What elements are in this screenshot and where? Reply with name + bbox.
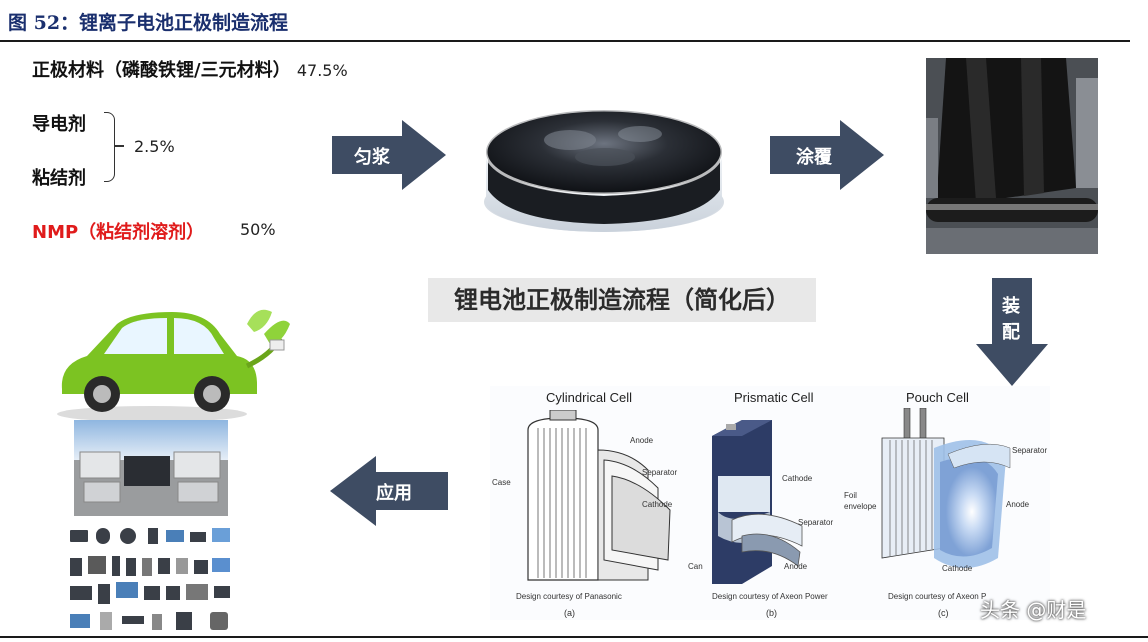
cylindrical-label-cathode: Cathode [642, 500, 673, 509]
cylindrical-credit: Design courtesy of Panasonic [516, 592, 622, 601]
data-center-image [74, 420, 228, 516]
cylindrical-cell-diagram [508, 409, 678, 586]
mix-step-label: 匀浆 [354, 147, 390, 168]
electric-car-image [42, 294, 292, 428]
cylindrical-label-separator: Separator [642, 468, 678, 477]
pouch-label-separator: Separator [1012, 446, 1048, 455]
assemble-step-label: 装配 [1002, 296, 1020, 343]
coat-arrow: 涂覆 [770, 120, 884, 190]
apply-arrow: 应用 [330, 456, 448, 526]
brace [104, 112, 115, 182]
coat-step-label: 涂覆 [796, 147, 832, 168]
cathode-material-label: 正极材料（磷酸铁锂/三元材料） [32, 60, 291, 81]
brace-pct: 2.5% [134, 137, 175, 156]
cathode-material: 正极材料（磷酸铁锂/三元材料） 47.5% [32, 56, 348, 82]
assemble-arrow: 装配 [976, 278, 1048, 386]
binder-label: 粘结剂 [32, 168, 86, 189]
pouch-label-anode: Anode [1006, 500, 1030, 509]
cylindrical-label-anode: Anode [630, 436, 654, 445]
slurry-dish-image [470, 62, 738, 246]
cylindrical-sub: (a) [564, 608, 575, 618]
pouch-credit: Design courtesy of Axeon P [888, 592, 987, 601]
top-rule [0, 40, 1130, 42]
pouch-label-cathode: Cathode [942, 564, 973, 573]
prismatic-label-cathode: Cathode [782, 474, 813, 483]
prismatic-label-separator: Separator [798, 518, 834, 527]
brace-tick [114, 145, 124, 147]
watermark: 头条 @财是 [980, 598, 1087, 622]
cylindrical-label-case: Case [492, 478, 511, 487]
cathode-material-pct: 47.5% [296, 61, 348, 80]
prismatic-credit: Design courtesy of Axeon Power [712, 592, 828, 601]
pouch-label-foil-envelope: Foil envelope [844, 491, 877, 511]
prismatic-cell-title: Prismatic Cell [734, 390, 814, 405]
mix-arrow: 匀浆 [332, 120, 446, 190]
prismatic-sub: (b) [766, 608, 777, 618]
prismatic-label-can: Can [688, 562, 703, 571]
prismatic-label-anode: Anode [784, 562, 808, 571]
nmp-pct: 50% [240, 220, 276, 239]
consumer-electronics-image [66, 524, 236, 636]
bottom-rule [0, 636, 1148, 638]
prismatic-cell-diagram [702, 416, 832, 586]
battery-cells-panel: Cylindrical Cell Anode Separator Cathode… [490, 386, 1050, 620]
pouch-sub: (c) [938, 608, 949, 618]
apply-step-label: 应用 [376, 483, 412, 504]
conductive-agent-label: 导电剂 [32, 114, 86, 135]
cylindrical-cell-title: Cylindrical Cell [546, 390, 632, 405]
figure-title: 图 52：锂离子电池正极制造流程 [8, 12, 289, 34]
pouch-cell-diagram [874, 407, 1024, 586]
pouch-cell-title: Pouch Cell [906, 390, 969, 405]
coating-machine-image [926, 58, 1098, 254]
center-title: 锂电池正极制造流程（简化后） [428, 278, 816, 322]
nmp-label: NMP（粘结剂溶剂） [32, 222, 205, 243]
